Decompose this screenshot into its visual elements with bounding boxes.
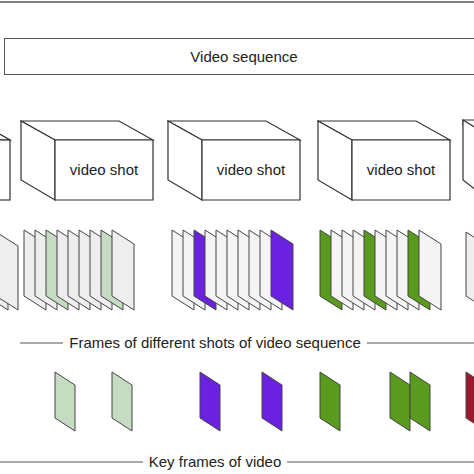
frame-stacks [0,230,474,310]
shot-box: video shot [317,120,452,202]
shot-label: video shot [367,161,435,179]
row-caption: Key frames of video [143,453,288,471]
shot-box: video shot [20,120,155,202]
video-frame [0,232,18,310]
sequence-band: Video sequence [4,38,474,75]
cube-front [352,140,450,200]
cube-side [21,121,55,200]
top-border [0,1,474,3]
key-frame [112,372,132,431]
key-frames [55,372,474,431]
cube-side [318,121,352,200]
shot-label: video shot [70,161,138,179]
key-frame [55,372,75,431]
shot-box: video shot [167,120,302,202]
key-frame [390,372,410,431]
video-frame [271,230,293,310]
key-frame [262,372,282,431]
cube-side [168,121,202,200]
video-frame [112,230,134,310]
cube-face: video shot [55,140,153,200]
shot-label: video shot [217,161,285,179]
cube-front [55,140,153,200]
band-label: Video sequence [190,48,297,66]
cube-face: video shot [352,140,450,200]
cube-face: video shot [202,140,300,200]
video-frame [419,230,441,310]
key-frame [200,372,220,431]
key-frame [410,372,430,431]
partial-shot-boxes [0,120,474,200]
cube-front [202,140,300,200]
row-caption: Frames of different shots of video seque… [63,334,367,352]
key-frame [466,372,474,431]
key-frame [320,372,340,431]
video-frame [466,232,474,310]
